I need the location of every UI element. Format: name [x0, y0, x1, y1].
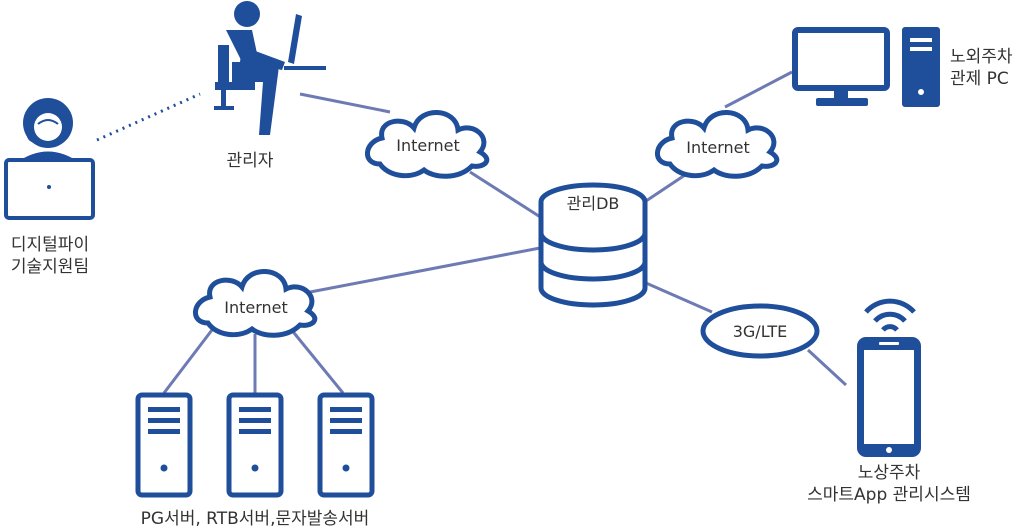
- control-pc-label: 노외주차 관제 PC: [950, 46, 1024, 90]
- cloud-server-internet: Internet: [195, 271, 314, 335]
- link-admin-internet: [299, 92, 391, 114]
- cloud-server-internet-label: Internet: [224, 298, 288, 317]
- cloud-admin-internet-label: Internet: [396, 136, 460, 155]
- link-internet-server-1: [162, 325, 217, 394]
- link-internet-pc: [724, 70, 793, 109]
- mobile-label-line2: 스마트App 관리시스템: [807, 485, 971, 505]
- link-db-3glte: [645, 281, 713, 314]
- mobile-label: 노상주차 스마트App 관리시스템: [778, 462, 1000, 506]
- support-team-label-line2: 기술지원팀: [10, 257, 90, 277]
- admin-label: 관리자: [226, 151, 274, 171]
- link-db-internet-right: [639, 173, 686, 207]
- control-pc-label-line1: 노외주차: [950, 47, 1013, 67]
- mobile-label-line1: 노상주차: [857, 463, 921, 483]
- server-tower-icon: [135, 392, 193, 498]
- link-internet-server-3: [288, 327, 345, 394]
- link-3glte-phone: [806, 348, 848, 387]
- control-pc-label-line2: 관제 PC: [950, 69, 1009, 89]
- db-label: 관리DB: [566, 194, 620, 213]
- server-tower-icon: [317, 392, 375, 498]
- connector-lines: [162, 70, 848, 394]
- mobile-network-label: 3G/LTE: [733, 322, 788, 341]
- headset-agent-laptop-icon: [4, 98, 95, 220]
- cloud-pc-internet: Internet: [657, 112, 776, 176]
- support-team-label: 디지털파이 기술지원팀: [0, 234, 100, 278]
- desktop-pc-icon: [792, 27, 940, 107]
- servers-label: PG서버, RTB서버,문자발송서버: [140, 509, 370, 529]
- server-tower-icon: [226, 392, 284, 498]
- mobile-network-node: 3G/LTE: [700, 303, 820, 359]
- smartphone-wifi-icon: [857, 298, 921, 457]
- support-team-label-line1: 디지털파이: [10, 235, 90, 255]
- cloud-admin-internet: Internet: [367, 112, 486, 176]
- link-server-internet-db: [304, 246, 541, 295]
- database-icon: [538, 182, 648, 308]
- dotted-link-support-admin: [96, 92, 201, 142]
- admin-at-desk-icon: [214, 1, 326, 135]
- cloud-pc-internet-label: Internet: [686, 138, 750, 157]
- link-internet-db: [469, 170, 546, 222]
